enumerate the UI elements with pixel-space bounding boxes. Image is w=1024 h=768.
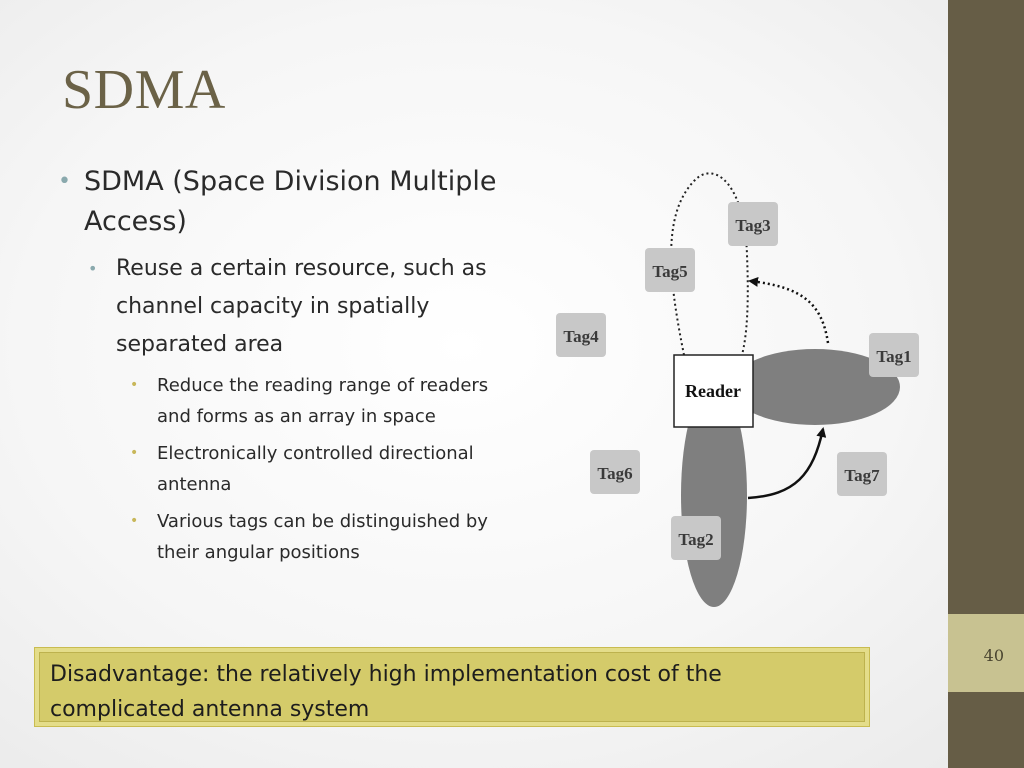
bullet-level3: • Reduce the reading range of readers an… <box>58 370 518 432</box>
disadvantage-callout: Disadvantage: the relatively high implem… <box>34 647 870 727</box>
tag-5: Tag5 <box>645 248 695 292</box>
page-number: 40 <box>983 646 1004 665</box>
solid-rotation-arrow <box>747 427 827 500</box>
bullet-level3: • Electronically controlled directional … <box>58 438 518 500</box>
tag-7: Tag7 <box>837 452 887 496</box>
tag-1-label: Tag1 <box>876 347 911 366</box>
bullet-dot-icon: • <box>130 377 139 393</box>
tag-2-label: Tag2 <box>678 530 713 549</box>
bullet-level2: • Reuse a certain resource, such as chan… <box>58 250 518 364</box>
bullet-level2-text: Reuse a certain resource, such as channe… <box>116 256 487 357</box>
callout-text: Disadvantage: the relatively high implem… <box>50 662 722 722</box>
bullet-list: • SDMA (Space Division Multiple Access) … <box>58 162 518 568</box>
page-number-box <box>948 614 1024 692</box>
tag-1: Tag1 <box>869 333 919 377</box>
bullet-dot-icon: • <box>58 169 71 194</box>
tag-6-label: Tag6 <box>597 464 632 483</box>
reader-label: Reader <box>685 381 741 401</box>
callout-inner-box: Disadvantage: the relatively high implem… <box>39 652 865 722</box>
sdma-diagram: Reader Tag3 Tag5 Tag4 Tag1 Tag6 Tag7 Tag… <box>556 172 919 607</box>
reader-box <box>673 354 754 428</box>
bullet-level3: • Various tags can be distinguished by t… <box>58 506 518 568</box>
bullet-dot-icon: • <box>130 445 139 461</box>
tag-3: Tag3 <box>728 202 778 246</box>
bullet-level3-text: Reduce the reading range of readers and … <box>157 375 489 427</box>
bullet-level1: • SDMA (Space Division Multiple Access) <box>58 162 518 242</box>
tag-4-label: Tag4 <box>563 327 599 346</box>
slide-title: SDMA <box>62 59 226 121</box>
bullet-dot-icon: • <box>88 259 98 278</box>
dotted-rotation-arrow <box>748 276 830 344</box>
tag-2: Tag2 <box>671 516 721 560</box>
tag-3-label: Tag3 <box>735 216 770 235</box>
bullet-level3-text: Electronically controlled directional an… <box>157 443 474 495</box>
tag-4: Tag4 <box>556 313 606 357</box>
bullet-dot-icon: • <box>130 513 139 529</box>
tag-7-label: Tag7 <box>844 466 880 485</box>
bullet-level1-text: SDMA (Space Division Multiple Access) <box>84 166 497 237</box>
tag-6: Tag6 <box>590 450 640 494</box>
antenna-lobe-horizontal <box>730 349 900 425</box>
tag-5-label: Tag5 <box>652 262 687 281</box>
bullet-level3-text: Various tags can be distinguished by the… <box>157 511 488 563</box>
